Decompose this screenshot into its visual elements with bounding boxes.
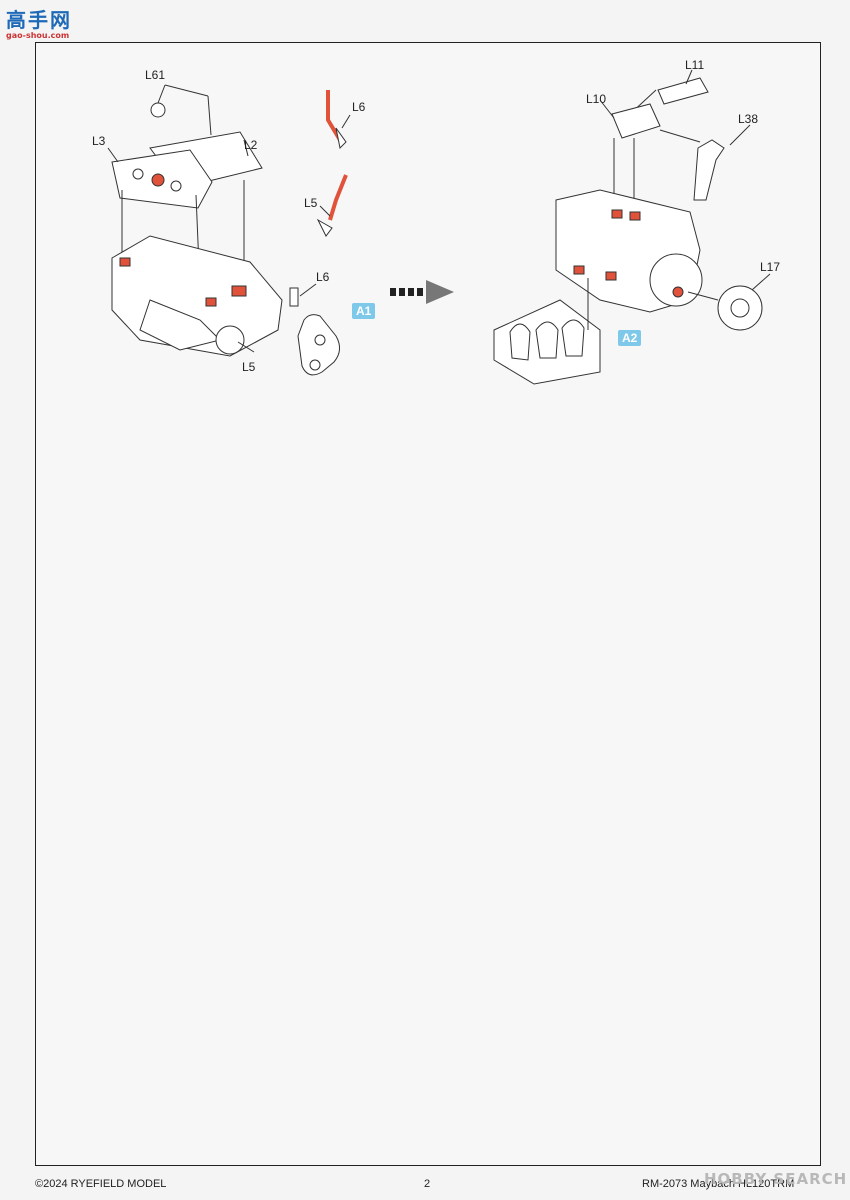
part-l6-pipe-top bbox=[326, 90, 342, 142]
leader-l38 bbox=[729, 124, 751, 146]
part-l61-cap bbox=[150, 102, 166, 118]
part-l11 bbox=[657, 77, 709, 105]
part-l5-fitting-top bbox=[316, 218, 333, 237]
part-l3-red-hole bbox=[151, 173, 165, 187]
part-l10 bbox=[611, 103, 661, 139]
label-l61: L61 bbox=[145, 68, 166, 82]
label-l10: L10 bbox=[586, 92, 607, 106]
leader-l11 bbox=[685, 69, 693, 85]
footer-copyright: ©2024 RYEFIELD MODEL bbox=[35, 1178, 167, 1190]
part-l38 bbox=[693, 139, 725, 201]
label-l2: L2 bbox=[244, 138, 258, 152]
label-l6-top: L6 bbox=[352, 100, 366, 114]
leader-l3 bbox=[107, 147, 119, 163]
arrow-l38 bbox=[659, 129, 701, 143]
leader-l6-mid bbox=[299, 283, 317, 297]
watermark-chars: 高手网 bbox=[6, 8, 72, 32]
direction-arrow bbox=[390, 280, 454, 304]
part-flywheel-housing bbox=[649, 253, 703, 307]
label-l5-top: L5 bbox=[304, 196, 318, 210]
watermark-url: gao-shou.com bbox=[6, 31, 70, 40]
part-l6-fitting-top bbox=[335, 127, 347, 150]
part-l5-pipe-top bbox=[328, 174, 348, 221]
watermark-hobby-search: HOBBY SEARCH bbox=[704, 1170, 848, 1188]
badge-a2: A2 bbox=[618, 330, 642, 346]
label-l17: L17 bbox=[760, 260, 781, 274]
label-l38: L38 bbox=[738, 112, 759, 126]
label-l6-mid: L6 bbox=[316, 270, 330, 284]
footer-product-code: RM-2073 Maybach HL120TRM bbox=[642, 1178, 795, 1190]
label-l11: L11 bbox=[685, 58, 705, 72]
leader-l61-b bbox=[164, 84, 209, 97]
leader-l6-top bbox=[341, 114, 351, 129]
leader-l5-top bbox=[319, 205, 331, 217]
leader-l2 bbox=[243, 139, 249, 157]
leader-l5-bottom bbox=[237, 341, 255, 353]
part-l6-bolt bbox=[289, 287, 299, 307]
badge-a1: A1 bbox=[352, 303, 376, 319]
footer-page-number: 2 bbox=[424, 1178, 431, 1190]
watermark-logo-top: 高手网 gao-shou.com bbox=[6, 4, 72, 40]
leader-l17 bbox=[751, 273, 771, 291]
label-l3: L3 bbox=[92, 134, 106, 148]
leader-l61-a bbox=[157, 84, 166, 104]
leader-l61-c bbox=[207, 95, 212, 136]
label-l5-bottom: L5 bbox=[242, 360, 256, 374]
